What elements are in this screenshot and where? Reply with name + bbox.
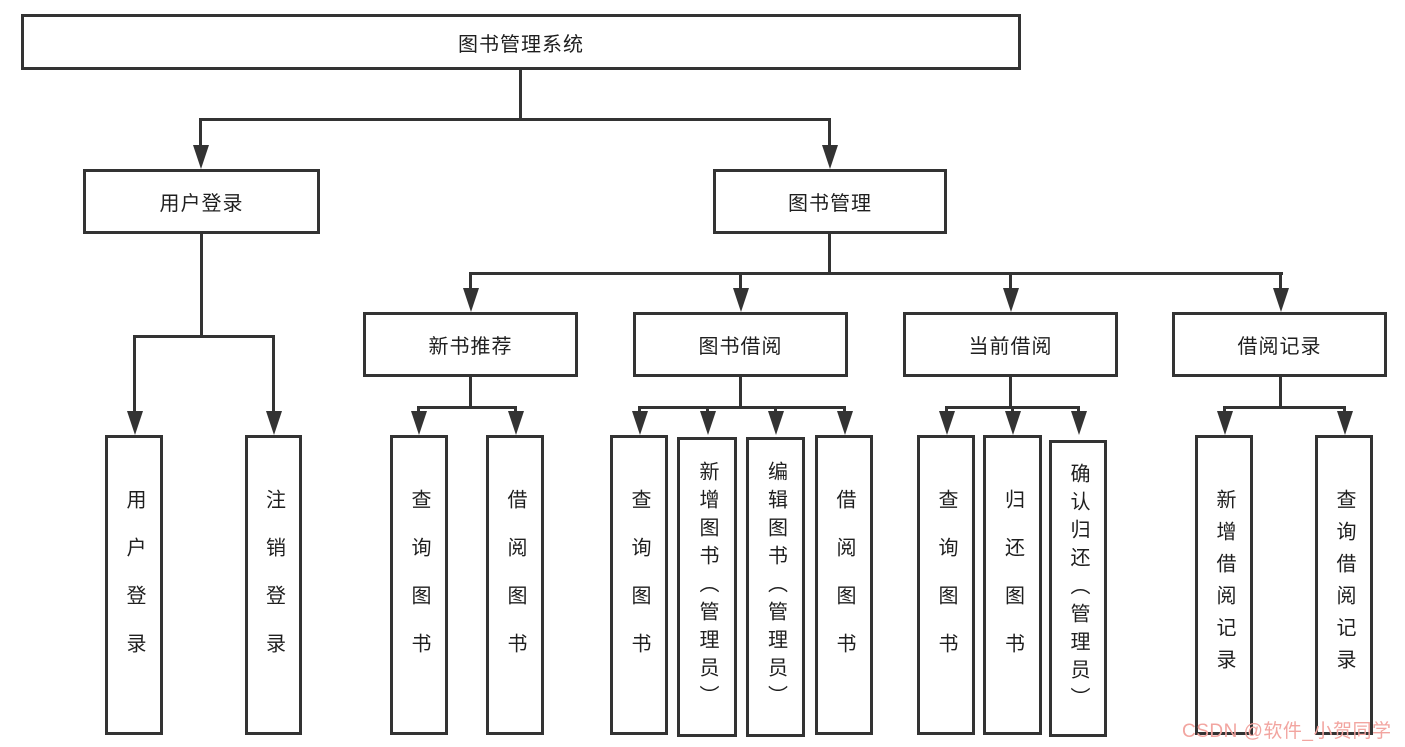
leaf-bb-borrow-book-label: 借阅图书	[833, 489, 855, 681]
connector-arrow-to-current-borrow	[1009, 272, 1012, 288]
leaf-rec-query-book-label: 查询图书	[408, 489, 430, 681]
connector-arrow-bb-add	[706, 406, 709, 411]
leaf-user-login-label: 用户登录	[123, 489, 145, 681]
connector-br-rail	[1224, 406, 1345, 409]
connector-arrow-to-book-mgmt	[828, 118, 831, 145]
connector-bb-rail	[639, 406, 845, 409]
connector-arrow-to-user-login	[199, 118, 202, 145]
connector-br-stem	[1279, 377, 1282, 406]
leaf-user-login: 用户登录	[105, 435, 163, 735]
connector-arrow-bb-edit	[774, 406, 777, 411]
node-book-borrow: 图书借阅	[633, 312, 848, 377]
connector-arrow-to-leaf-user-login	[133, 335, 136, 411]
leaf-br-add-record: 新增借阅记录	[1195, 435, 1253, 735]
connector-arrow-br-query	[1343, 406, 1346, 411]
connector-root-rail	[199, 118, 831, 121]
connector-cb-stem	[1009, 377, 1012, 406]
connector-arrow-rec-query	[417, 406, 420, 411]
node-current-borrow: 当前借阅	[903, 312, 1118, 377]
connector-arrow-to-new-book-rec	[469, 272, 472, 288]
leaf-cb-return-book-label: 归还图书	[1001, 489, 1024, 681]
connector-mgmt-stem	[828, 234, 831, 272]
node-root-label: 图书管理系统	[458, 33, 584, 56]
leaf-cb-query-book-label: 查询图书	[935, 489, 957, 681]
leaf-bb-add-book: 新增图书（管理员）	[677, 437, 737, 737]
leaf-rec-borrow-book-label: 借阅图书	[504, 489, 526, 681]
connector-arrow-to-book-borrow	[739, 272, 742, 288]
node-borrow-records: 借阅记录	[1172, 312, 1387, 377]
leaf-br-query-record-label: 查询借阅记录	[1333, 489, 1355, 681]
leaf-br-query-record: 查询借阅记录	[1315, 435, 1373, 735]
node-root: 图书管理系统	[21, 14, 1021, 70]
connector-login-stem	[200, 234, 203, 335]
connector-rec-rail	[418, 406, 516, 409]
connector-arrow-cb-return	[1011, 406, 1014, 411]
connector-login-rail	[134, 335, 275, 338]
connector-arrow-cb-confirm	[1077, 406, 1080, 411]
connector-arrow-cb-query	[945, 406, 948, 411]
leaf-bb-add-book-label: 新增图书（管理员）	[696, 461, 718, 713]
leaf-logout: 注销登录	[245, 435, 302, 735]
connector-arrow-rec-borrow	[514, 406, 517, 411]
leaf-logout-label: 注销登录	[262, 489, 285, 681]
connector-arrow-to-leaf-logout	[272, 335, 275, 411]
node-book-mgmt-group: 图书管理	[713, 169, 947, 234]
leaf-rec-query-book: 查询图书	[390, 435, 448, 735]
connector-bb-stem	[739, 377, 742, 406]
node-user-login-group: 用户登录	[83, 169, 320, 234]
node-borrow-records-label: 借阅记录	[1237, 336, 1322, 358]
connector-arrow-bb-borrow	[843, 406, 846, 411]
connector-root-stem	[519, 69, 522, 118]
node-book-borrow-label: 图书借阅	[698, 336, 783, 358]
leaf-br-add-record-label: 新增借阅记录	[1213, 489, 1235, 681]
node-user-login-group-label: 用户登录	[159, 193, 244, 215]
connector-arrow-br-add	[1223, 406, 1226, 411]
connector-arrow-bb-query	[638, 406, 641, 411]
node-new-book-rec-label: 新书推荐	[428, 336, 513, 358]
leaf-cb-confirm-return: 确认归还（管理员）	[1049, 440, 1107, 737]
leaf-bb-query-book-label: 查询图书	[628, 489, 650, 681]
leaf-bb-borrow-book: 借阅图书	[815, 435, 873, 735]
connector-mgmt-rail	[470, 272, 1283, 275]
leaf-bb-edit-book: 编辑图书（管理员）	[746, 437, 805, 737]
node-current-borrow-label: 当前借阅	[968, 336, 1053, 358]
node-new-book-rec: 新书推荐	[363, 312, 578, 377]
leaf-cb-query-book: 查询图书	[917, 435, 975, 735]
leaf-cb-confirm-return-label: 确认归还（管理员）	[1067, 462, 1089, 715]
connector-rec-stem	[469, 377, 472, 406]
leaf-rec-borrow-book: 借阅图书	[486, 435, 544, 735]
leaf-bb-edit-book-label: 编辑图书（管理员）	[764, 461, 787, 713]
leaf-cb-return-book: 归还图书	[983, 435, 1042, 735]
leaf-bb-query-book: 查询图书	[610, 435, 668, 735]
csdn-watermark: CSDN @软件_小贺同学	[1182, 721, 1392, 742]
connector-arrow-to-borrow-records	[1279, 272, 1282, 288]
node-book-mgmt-group-label: 图书管理	[788, 193, 872, 215]
